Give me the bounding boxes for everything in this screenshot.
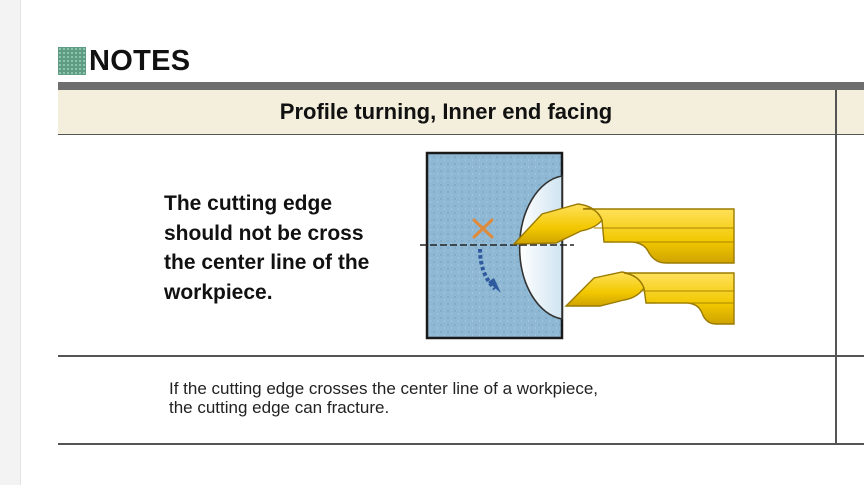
table-row-divider: [58, 355, 864, 357]
cross-mark-icon: [472, 218, 494, 239]
page-edge-strip: [0, 0, 21, 485]
profile-turning-illustration: [420, 151, 735, 340]
footnote-line-2: the cutting edge can fracture.: [169, 398, 390, 417]
warning-line-1: The cutting edge: [164, 192, 332, 215]
rotation-arrow-icon: [478, 248, 501, 293]
footnote-line-1: If the cutting edge crosses the center l…: [169, 379, 599, 398]
table-header-title: Profile turning, Inner end facing: [279, 99, 613, 124]
notes-heading: NOTES: [58, 44, 190, 78]
warning-line-2: should not be cross: [164, 221, 364, 245]
table-column-divider: [835, 90, 837, 443]
fracture-footnote: If the cutting edge crosses the center l…: [169, 379, 809, 417]
warning-line-3: the center line of the: [164, 251, 370, 274]
table-header-row: Profile turning, Inner end facing: [58, 90, 864, 135]
warning-line-4: workpiece.: [164, 280, 273, 304]
boring-tool-lower: [564, 271, 735, 325]
notes-title: NOTES: [89, 44, 191, 77]
cutting-edge-warning: The cutting edge should not be cross the…: [164, 189, 424, 307]
table-bottom-rule: [58, 443, 864, 445]
table-top-rule: [58, 82, 864, 90]
boring-tool-upper: [512, 203, 735, 264]
notes-square-icon: [58, 47, 86, 75]
